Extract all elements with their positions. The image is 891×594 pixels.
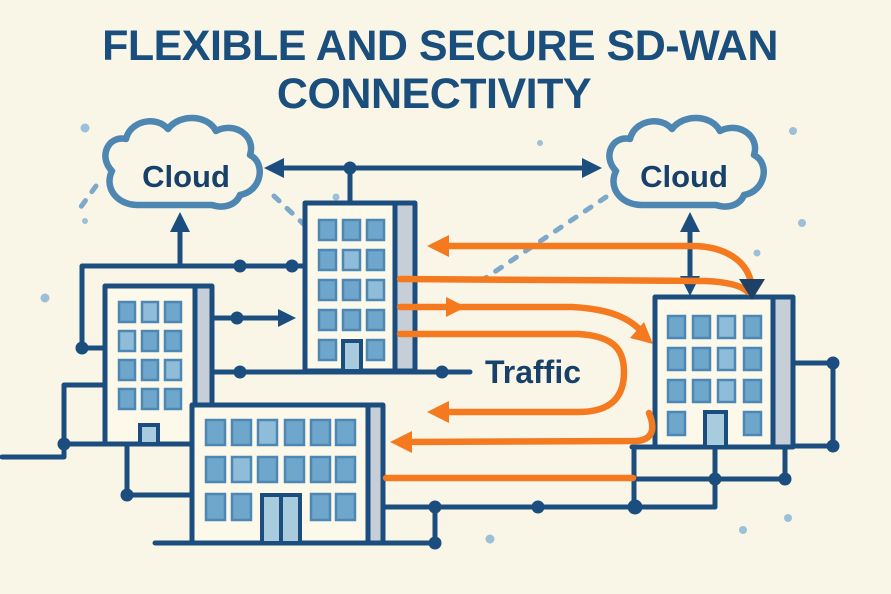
building-window: [742, 346, 763, 372]
building-door: [341, 339, 363, 373]
building-window: [140, 300, 160, 324]
cloud-left-icon: [102, 114, 263, 210]
building-window: [716, 378, 737, 404]
cloud-right-icon: [606, 114, 767, 210]
building-window: [163, 358, 183, 382]
arrowhead-up-right-cloud-icon: [680, 212, 700, 232]
arrowhead-right-to-cloud-icon: [582, 158, 602, 178]
building-window: [163, 329, 183, 353]
building-window: [666, 378, 687, 404]
building-window: [365, 278, 386, 302]
arrowhead-right-from-left-building-icon: [278, 309, 296, 327]
building-window: [309, 492, 332, 522]
traffic-u-turn-arrow: [396, 330, 628, 416]
building-window: [365, 218, 386, 242]
building-window: [666, 314, 687, 340]
cloud-left-label: Cloud: [142, 159, 230, 194]
building-window: [309, 455, 332, 484]
traffic-arrow-top: [430, 242, 755, 286]
traffic-arrow-bottom: [397, 409, 656, 446]
building-window: [334, 418, 357, 447]
decorative-dots: [40, 123, 806, 544]
building-window: [140, 329, 160, 353]
building-window: [365, 338, 386, 362]
traffic-arrow-second: [396, 275, 752, 296]
building-window: [163, 387, 183, 411]
building-window: [317, 248, 338, 272]
building-window: [365, 308, 386, 332]
building-window: [341, 278, 362, 302]
building-window: [117, 387, 137, 411]
traffic-arrow-third: [396, 303, 647, 337]
building-window: [140, 358, 160, 382]
building-left: [102, 283, 215, 447]
building-window: [365, 248, 386, 272]
title-line-2: CONNECTIVITY: [277, 70, 591, 118]
building-window: [317, 338, 338, 362]
building-window: [117, 329, 137, 353]
building-window: [742, 314, 763, 340]
network-node-dots: [57, 161, 840, 550]
building-window: [256, 455, 279, 484]
building-window: [666, 346, 687, 372]
building-window: [716, 314, 737, 340]
orange-arrowhead-left-icon: [427, 235, 449, 257]
title-line-1: FLEXIBLE AND SECURE SD-WAN: [102, 22, 778, 70]
building-window: [691, 378, 712, 404]
building-window: [204, 492, 227, 522]
orange-traffic-arrows: [382, 235, 765, 482]
building-window: [309, 418, 332, 447]
building-window: [341, 308, 362, 332]
orange-arrowhead-left-icon: [390, 431, 412, 453]
dark-arrowhead-down-icon: [739, 279, 765, 300]
building-window: [716, 346, 737, 372]
arrowhead-left-to-cloud-icon: [264, 158, 284, 178]
building-window: [341, 218, 362, 242]
building-window: [204, 418, 227, 447]
building-window: [334, 492, 357, 522]
building-window: [283, 418, 306, 447]
building-window: [742, 410, 763, 437]
building-window: [666, 410, 687, 437]
building-window: [317, 278, 338, 302]
building-window: [230, 418, 253, 447]
building-window: [140, 387, 160, 411]
orange-arrowhead-down-right-icon: [630, 322, 653, 344]
building-window: [230, 455, 253, 484]
building-right: [652, 294, 796, 450]
orange-arrowhead-right-icon: [446, 297, 466, 317]
building-central: [302, 200, 418, 374]
building-window: [742, 378, 763, 404]
cloud-right-label: Cloud: [640, 159, 728, 194]
building-window: [317, 218, 338, 242]
building-door: [138, 423, 160, 446]
building-door: [703, 410, 728, 449]
orange-arrowhead-left-icon: [427, 401, 449, 423]
building-window: [341, 248, 362, 272]
arrowhead-up-left-cloud-icon: [170, 212, 190, 232]
building-window: [117, 300, 137, 324]
building-window: [230, 492, 253, 522]
building-window: [163, 300, 183, 324]
building-window: [691, 346, 712, 372]
building-window: [691, 314, 712, 340]
traffic-label: Traffic: [485, 354, 581, 390]
building-window: [256, 418, 279, 447]
building-window: [204, 455, 227, 484]
building-window: [317, 308, 338, 332]
building-window: [117, 358, 137, 382]
building-window: [283, 455, 306, 484]
building-bottom: [189, 402, 386, 546]
building-window: [334, 455, 357, 484]
